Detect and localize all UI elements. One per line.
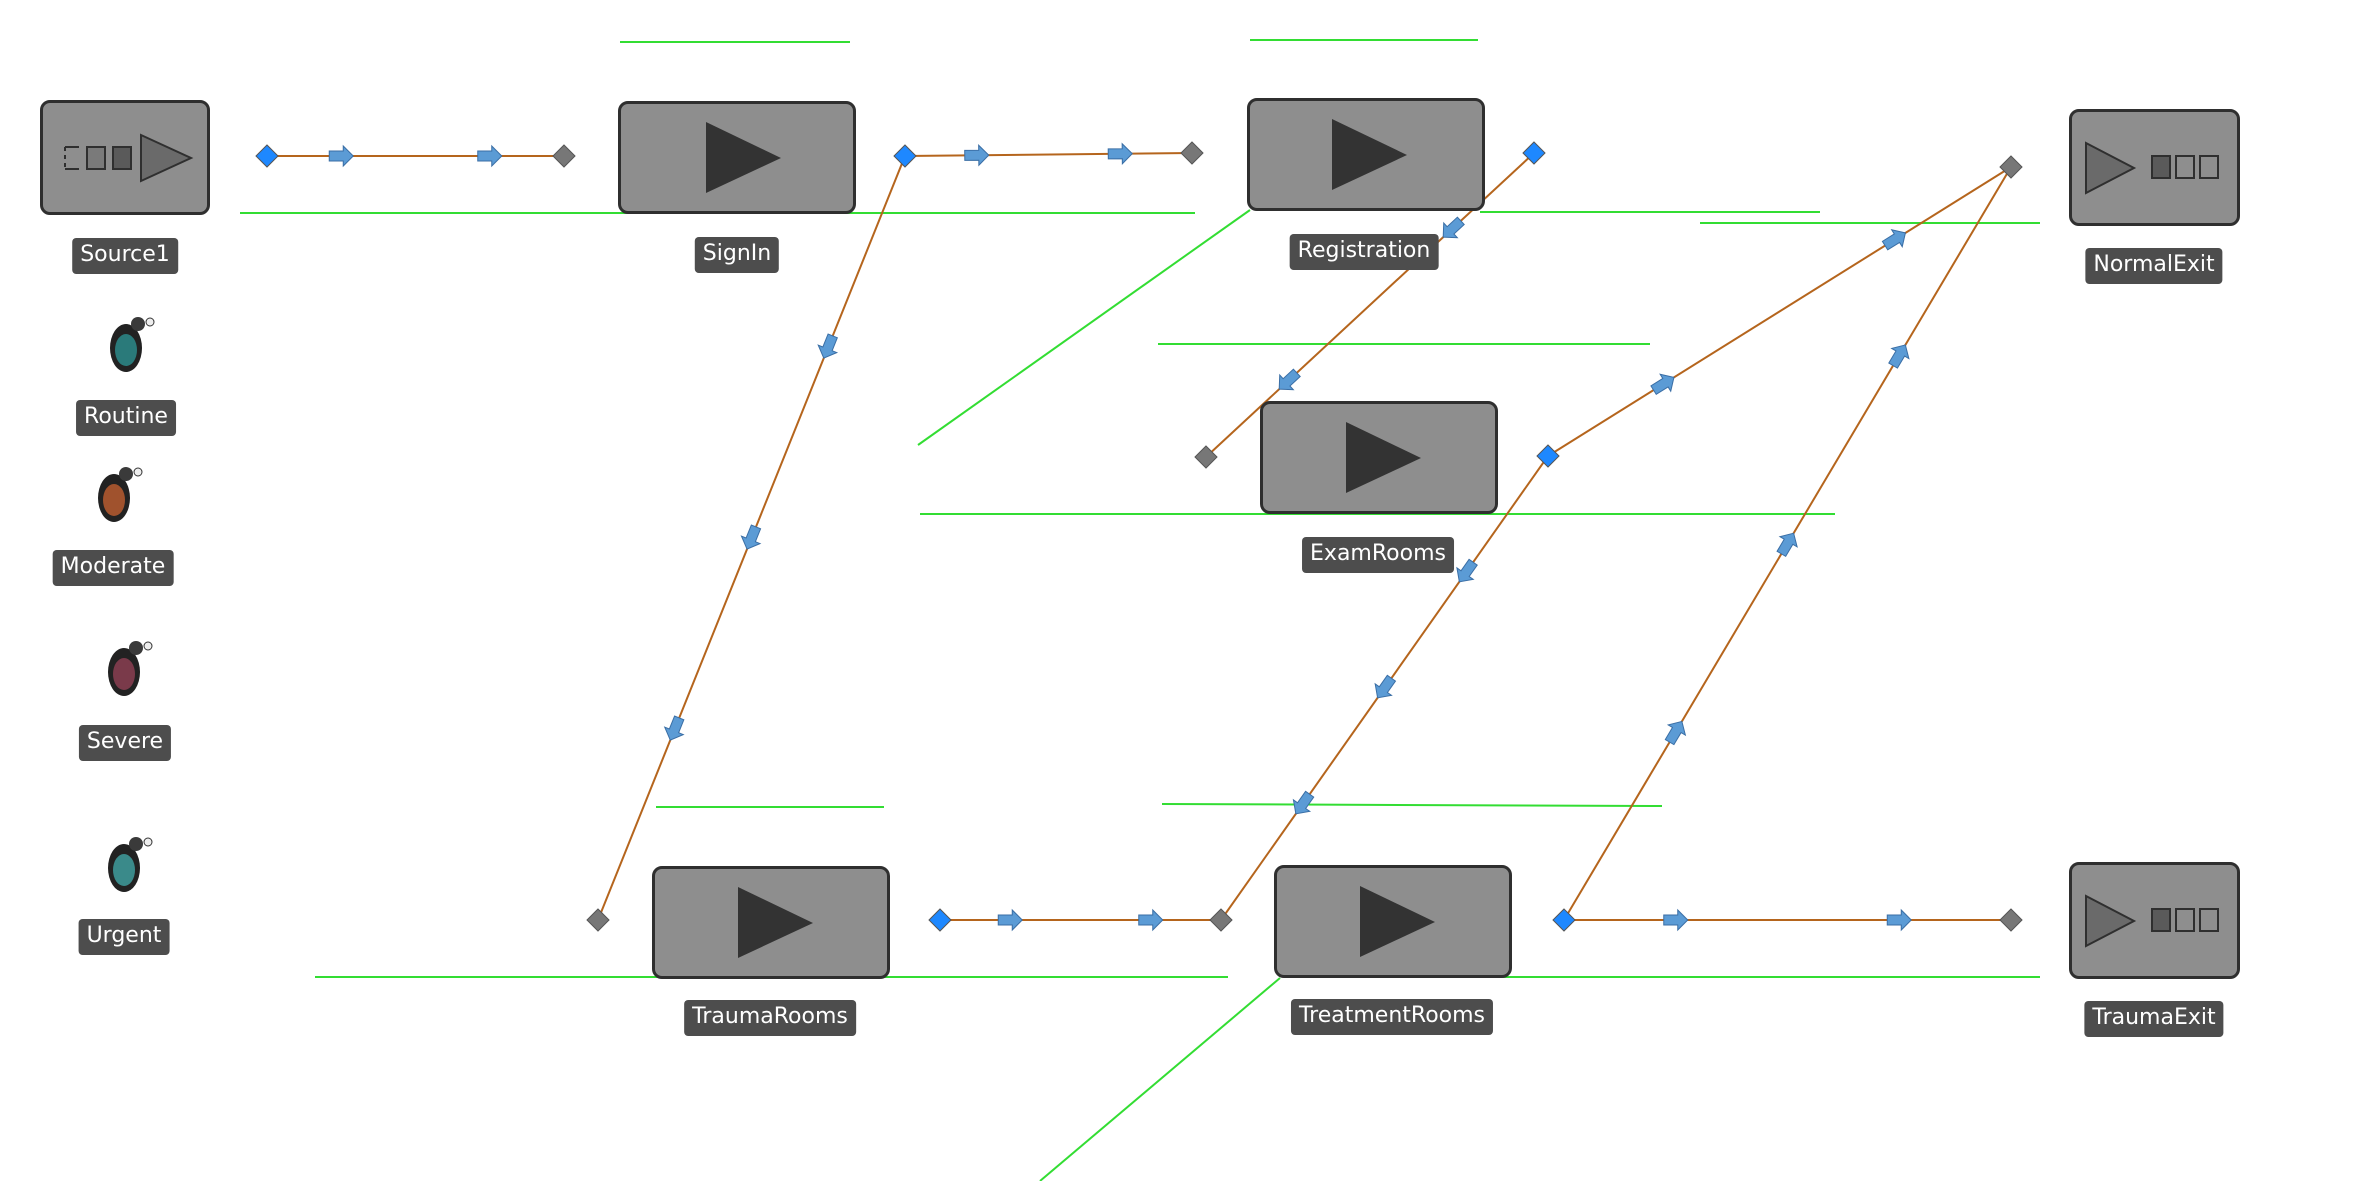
path-arrow bbox=[1664, 720, 1687, 746]
play-icon bbox=[1346, 422, 1421, 493]
arrow-icon bbox=[1442, 216, 1465, 239]
patient-icon bbox=[108, 837, 153, 892]
arrow-icon bbox=[1278, 368, 1301, 391]
path-arrow bbox=[1663, 908, 1689, 932]
traumaexit-label: TraumaExit bbox=[2084, 1001, 2224, 1037]
input-node bbox=[586, 908, 610, 932]
arrow-icon bbox=[1888, 344, 1910, 369]
arrow-icon bbox=[663, 715, 685, 741]
path-arrow bbox=[1374, 674, 1397, 699]
queue-line bbox=[1161, 803, 1663, 807]
queue-line bbox=[1039, 977, 1281, 1181]
input-node bbox=[1999, 155, 2023, 179]
arrow-icon bbox=[1374, 674, 1397, 699]
path-arrow bbox=[1456, 558, 1478, 583]
input-node bbox=[1180, 141, 1204, 165]
play-icon bbox=[1360, 886, 1435, 957]
arrow-icon bbox=[1663, 908, 1689, 932]
severe-entity[interactable] bbox=[96, 636, 156, 708]
sink-icon bbox=[2085, 141, 2219, 195]
treatmentrooms-server[interactable] bbox=[1274, 865, 1512, 978]
signin-server[interactable] bbox=[618, 101, 856, 214]
registration-server[interactable] bbox=[1247, 98, 1485, 211]
path-arrow bbox=[1278, 368, 1301, 391]
sink-icon bbox=[2085, 894, 2219, 948]
path-arrow bbox=[328, 144, 354, 168]
normalexit-label: NormalExit bbox=[2085, 248, 2223, 284]
traumaexit-sink[interactable] bbox=[2069, 862, 2240, 979]
arrow-icon bbox=[1650, 373, 1675, 396]
play-icon bbox=[706, 122, 781, 193]
path-arrow bbox=[817, 333, 839, 359]
moderate-entity[interactable] bbox=[86, 462, 146, 534]
path-arrow bbox=[477, 144, 503, 168]
registration-label: Registration bbox=[1289, 234, 1439, 270]
patient-icon bbox=[98, 467, 143, 522]
play-icon bbox=[1332, 119, 1407, 190]
examrooms-label: ExamRooms bbox=[1302, 537, 1454, 573]
input-node bbox=[552, 144, 576, 168]
arrow-icon bbox=[817, 333, 839, 359]
path-arrow bbox=[1776, 532, 1798, 558]
signin-label: SignIn bbox=[694, 237, 780, 273]
output-node bbox=[1522, 141, 1546, 165]
path-arrow bbox=[663, 715, 685, 741]
arrow-icon bbox=[1886, 908, 1912, 932]
traumarooms-server[interactable] bbox=[652, 866, 890, 979]
routine-entity[interactable] bbox=[98, 312, 158, 384]
source1-object[interactable] bbox=[40, 100, 210, 215]
arrow-icon bbox=[477, 144, 503, 168]
path-arrow bbox=[997, 908, 1023, 932]
output-node bbox=[893, 144, 917, 168]
path-arrow bbox=[1442, 216, 1465, 239]
path-arrow bbox=[1886, 908, 1912, 932]
routine-label: Routine bbox=[76, 400, 176, 436]
source1-label: Source1 bbox=[72, 238, 178, 274]
traumarooms-label: TraumaRooms bbox=[684, 1000, 856, 1036]
output-node bbox=[928, 908, 952, 932]
output-node bbox=[1552, 908, 1576, 932]
arrow-icon bbox=[1776, 532, 1798, 558]
path-arrow bbox=[1107, 142, 1133, 165]
arrow-icon bbox=[1664, 720, 1687, 746]
arrow-icon bbox=[328, 144, 354, 168]
path-link bbox=[904, 152, 1193, 157]
output-node bbox=[255, 144, 279, 168]
path-link bbox=[1547, 166, 2012, 457]
play-icon bbox=[738, 887, 813, 958]
urgent-entity[interactable] bbox=[96, 832, 156, 904]
patient-icon bbox=[110, 317, 155, 372]
path-arrow bbox=[1881, 228, 1907, 251]
arrow-icon bbox=[1456, 558, 1478, 583]
path-arrow bbox=[740, 524, 762, 550]
patient-icon bbox=[108, 641, 153, 696]
source-icon bbox=[64, 133, 194, 183]
input-node bbox=[1194, 445, 1218, 469]
path-arrow bbox=[964, 144, 990, 167]
arrow-icon bbox=[997, 908, 1023, 932]
path-arrow bbox=[1292, 790, 1315, 815]
moderate-label: Moderate bbox=[52, 550, 174, 586]
severe-label: Severe bbox=[78, 725, 172, 761]
arrow-icon bbox=[1138, 908, 1164, 932]
arrow-icon bbox=[1881, 228, 1907, 251]
arrow-icon bbox=[964, 144, 990, 167]
treatmentrooms-label: TreatmentRooms bbox=[1290, 999, 1494, 1035]
path-arrow bbox=[1888, 344, 1910, 369]
normalexit-sink[interactable] bbox=[2069, 109, 2240, 226]
arrow-icon bbox=[1292, 790, 1315, 815]
urgent-label: Urgent bbox=[78, 919, 170, 955]
queue-line bbox=[917, 209, 1251, 446]
input-node bbox=[1999, 908, 2023, 932]
path-arrow bbox=[1138, 908, 1164, 932]
arrow-icon bbox=[740, 524, 762, 550]
path-arrow bbox=[1650, 373, 1675, 396]
arrow-icon bbox=[1107, 142, 1133, 165]
input-node bbox=[1209, 908, 1233, 932]
examrooms-server[interactable] bbox=[1260, 401, 1498, 514]
output-node bbox=[1536, 444, 1560, 468]
